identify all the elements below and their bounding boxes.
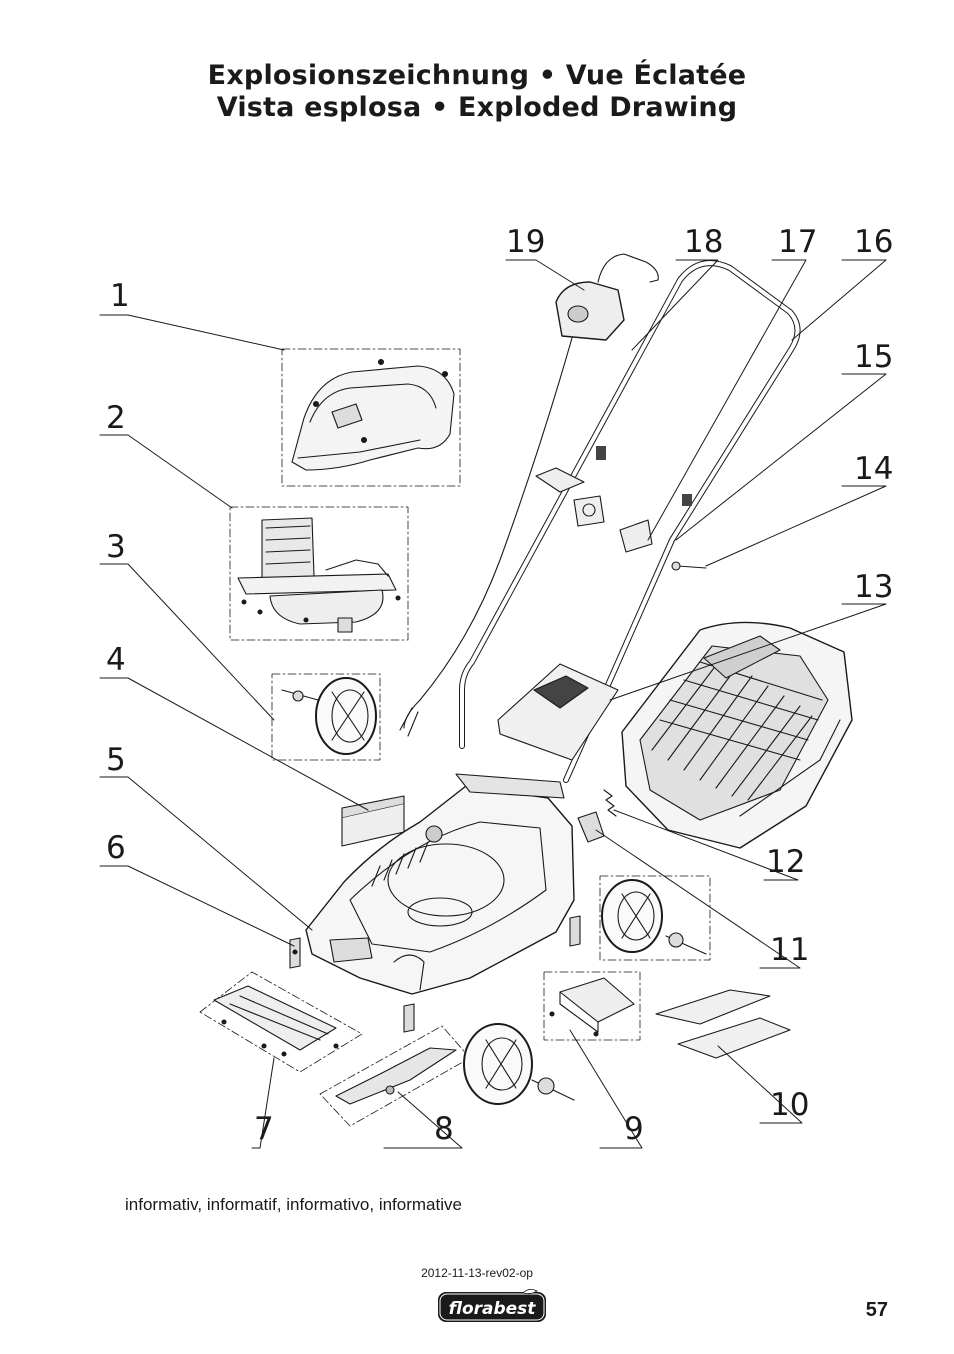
- part-label-5: 5: [106, 742, 126, 778]
- part-label-11: 11: [770, 932, 809, 968]
- page-title-line-2: Vista esplosa • Exploded Drawing: [216, 92, 738, 123]
- part-4-flap: [341, 795, 405, 847]
- part-16-18-handles: [459, 260, 801, 783]
- part-1-cover: [281, 348, 461, 487]
- part-label-10: 10: [770, 1087, 809, 1123]
- part-label-13: 13: [854, 569, 893, 605]
- part-label-15: 15: [854, 339, 893, 375]
- florabest-logo: florabest: [438, 1289, 546, 1322]
- revision-code: 2012-11-13-rev02-op: [421, 1266, 533, 1280]
- front-wheel-lower: [463, 1023, 575, 1105]
- part-label-7: 7: [254, 1111, 274, 1147]
- part-14-15-bolts: [573, 495, 707, 571]
- part-2-motor: [229, 506, 409, 641]
- part-10-manuals: [655, 989, 791, 1059]
- part-7-bottom-plate: [199, 971, 363, 1073]
- part-5-deck: [305, 773, 575, 995]
- part-label-3: 3: [106, 529, 126, 565]
- part-label-2: 2: [106, 400, 126, 436]
- part-13-grass-box: [621, 621, 853, 849]
- leader-lines: [99, 259, 887, 1149]
- part-label-9: 9: [624, 1111, 644, 1147]
- part-label-6: 6: [106, 830, 126, 866]
- part-label-8: 8: [434, 1111, 454, 1147]
- part-label-12: 12: [766, 844, 805, 880]
- part-label-16: 16: [854, 224, 893, 260]
- part-label-17: 17: [778, 224, 817, 260]
- page-title-line-1: Explosionszeichnung • Vue Éclatée: [207, 60, 747, 91]
- part-3-rear-wheel: [271, 673, 381, 761]
- part-9-cover-plate: [543, 971, 641, 1041]
- part-label-19: 19: [506, 224, 545, 260]
- part-label-1: 1: [110, 278, 130, 314]
- part-label-14: 14: [854, 451, 893, 487]
- part-label-18: 18: [684, 224, 723, 260]
- part-19-switch: [399, 253, 659, 737]
- part-12-spring: [577, 789, 617, 843]
- page-number: 57: [865, 1299, 888, 1321]
- brand-name: florabest: [449, 1299, 537, 1319]
- informative-note: informativ, informatif, informativo, inf…: [125, 1195, 462, 1214]
- part-11-wheel: [599, 875, 711, 961]
- part-label-4: 4: [106, 642, 126, 678]
